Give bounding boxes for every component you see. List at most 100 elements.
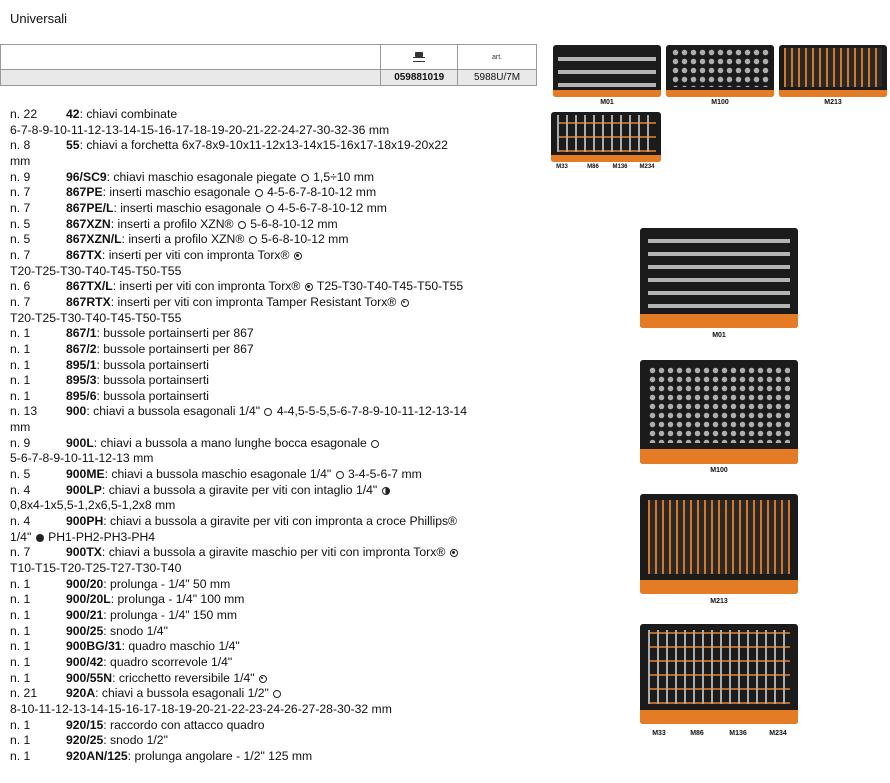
tray-thumbnail-m213: [779, 45, 887, 97]
tray-caption: M213: [710, 598, 728, 605]
item-sizes-continued: T20-T25-T30-T40-T45-T50-T55: [10, 310, 182, 325]
article-number: 5988U/7M: [457, 69, 537, 86]
tamper-icon: [258, 674, 267, 683]
hex-icon: [237, 220, 246, 229]
item-sizes: 4-5-6-7-8-10-12 mm: [267, 185, 377, 200]
torx-icon: [449, 549, 458, 558]
tray-thumbnail-m100: [666, 45, 774, 97]
list-item: n. 7 867RTX: inserti per viti con impront…: [10, 295, 540, 326]
item-description: : inserti maschio esagonale: [113, 200, 262, 215]
item-description: : bussole portainserti per 867: [96, 341, 254, 356]
item-quantity: n. 7: [10, 294, 31, 309]
item-code: 920/25: [66, 733, 104, 748]
art-label: art.: [457, 44, 537, 70]
item-code: 895/3: [66, 373, 97, 388]
tray-caption: M100: [711, 99, 729, 106]
list-item: n. 1 900/42: quadro scorrevole 1/4": [10, 655, 540, 671]
product-code: 059881019: [380, 69, 459, 86]
phillips-icon: [35, 533, 44, 542]
item-description: : prolunga angolare - 1/2" 125 mm: [127, 748, 313, 763]
item-description: : bussola portainserti: [96, 373, 209, 388]
item-sizes: 5-6-8-10-12 mm: [261, 232, 349, 247]
item-code: 55: [66, 138, 80, 153]
item-description: : chiavi a bussola a giravite per viti c…: [103, 514, 458, 529]
item-quantity: n. 9: [10, 169, 31, 184]
item-sizes: 4-5-6-7-8-10-12 mm: [277, 200, 387, 215]
item-code: 867XZN/L: [66, 232, 122, 247]
item-quantity: n. 1: [10, 733, 31, 748]
item-quantity: n. 1: [10, 717, 31, 732]
item-description: : chiavi a bussola esagonali 1/2": [95, 686, 269, 701]
item-sizes-continued: mm: [10, 153, 31, 168]
item-quantity: n. 9: [10, 435, 31, 450]
item-description: : chiavi a forchetta 6x7-8x9-10x11-12x13…: [79, 138, 448, 153]
tray-m100: [640, 360, 798, 464]
item-quantity: n. 5: [10, 216, 31, 231]
item-description: : quadro scorrevole 1/4": [103, 654, 233, 669]
item-sizes-continued: 5-6-7-8-9-10-11-12-13 mm: [10, 451, 154, 466]
tray-caption: M33: [556, 164, 568, 170]
item-code: 867/1: [66, 326, 97, 341]
item-code: 920A: [66, 686, 96, 701]
item-description: : chiavi combinate: [79, 107, 178, 121]
item-quantity: n. 21: [10, 686, 38, 701]
item-code: 42: [66, 107, 80, 121]
item-quantity: n. 1: [10, 654, 31, 669]
item-code: 900/42: [66, 654, 104, 669]
item-quantity: n. 1: [10, 357, 31, 372]
item-sizes: PH1-PH2-PH3-PH4: [48, 529, 156, 544]
item-code: 900: [66, 404, 87, 419]
item-code: 920/15: [66, 717, 104, 732]
item-sizes: 1,5÷10 mm: [313, 169, 375, 184]
item-quantity: n. 1: [10, 748, 31, 763]
item-code: 867/2: [66, 341, 97, 356]
list-item: n. 1 920/25: snodo 1/2": [10, 733, 540, 749]
tray-caption: M86: [587, 164, 599, 170]
hex-icon: [335, 471, 344, 480]
item-quantity: n. 1: [10, 341, 31, 356]
item-code: 900/25: [66, 623, 104, 638]
item-code: 867RTX: [66, 294, 111, 309]
item-quantity: n. 22: [10, 107, 38, 121]
item-code: 900/21: [66, 608, 104, 622]
item-sizes: 3-4-5-6-7 mm: [347, 467, 422, 482]
item-quantity: n. 5: [10, 467, 31, 482]
item-code: 867PE: [66, 185, 103, 200]
item-quantity: n. 1: [10, 326, 31, 341]
item-quantity: n. 1: [10, 639, 31, 654]
tamper-icon: [400, 298, 409, 307]
item-code: 900L: [66, 435, 94, 450]
item-quantity: n. 1: [10, 373, 31, 388]
item-quantity: n. 7: [10, 247, 31, 262]
item-sizes-continued: mm: [10, 420, 31, 435]
item-description: : chiavi a bussola esagonali 1/4": [86, 404, 261, 419]
item-description: : prolunga - 1/4" 100 mm: [110, 592, 245, 607]
item-description: : bussola portainserti: [96, 357, 209, 372]
item-description: : inserti maschio esagonale: [102, 185, 251, 200]
item-description: : inserti per viti con impronta Tamper R…: [110, 294, 397, 309]
item-description: : snodo 1/2": [103, 733, 168, 748]
tray-caption: M234: [639, 164, 655, 170]
item-sizes-continued: T10-T15-T20-T25-T27-T30-T40: [10, 561, 182, 576]
slot-icon: [381, 486, 390, 495]
tool-case-icon: [413, 51, 426, 62]
item-code: 900/55N: [66, 670, 113, 685]
item-code: 867TX: [66, 247, 102, 262]
item-quantity: n. 8: [10, 138, 31, 153]
item-description: : cricchetto reversibile 1/4": [112, 670, 255, 685]
item-code: 96/SC9: [66, 169, 107, 184]
item-quantity: n. 7: [10, 200, 31, 215]
item-sizes: 5-6-8-10-12 mm: [250, 216, 338, 231]
item-description: : chiavi a bussola a mano lunghe bocca e…: [93, 435, 367, 450]
